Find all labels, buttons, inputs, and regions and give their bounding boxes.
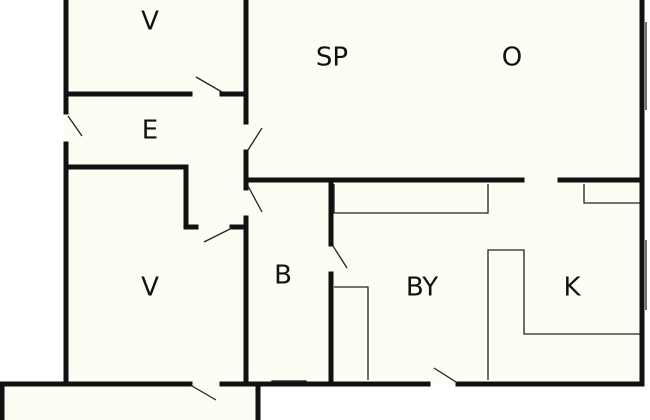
door-sp [247, 127, 263, 151]
door-south-v [191, 385, 217, 401]
door-b [247, 185, 263, 213]
door-south-by [433, 367, 457, 383]
room-label-o: O [502, 43, 522, 73]
floor-corridor [0, 384, 256, 420]
floor-upper [64, 0, 644, 384]
room-label-sp: SP [316, 43, 348, 73]
counter-top [333, 184, 489, 214]
room-label-e: E [142, 116, 158, 146]
storage-unit [334, 286, 369, 380]
room-label-b: B [274, 261, 292, 291]
room-label-v-top: V [141, 7, 159, 37]
kitchen-counter [487, 249, 640, 380]
cabinet-right [583, 184, 640, 204]
room-label-k: K [563, 273, 581, 303]
room-label-v-bottom: V [141, 273, 159, 303]
door-west [67, 115, 83, 137]
door-closet [203, 227, 233, 243]
room-label-by: BY [406, 273, 438, 303]
door-by [332, 245, 348, 269]
room-labels: V SP O E V B BY K [141, 7, 581, 303]
doors [67, 76, 457, 401]
door-v-top [195, 76, 223, 93]
